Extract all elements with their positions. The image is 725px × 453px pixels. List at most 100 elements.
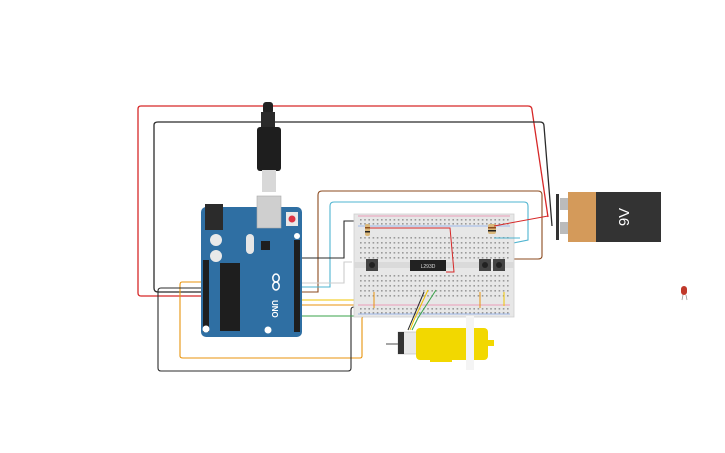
breadboard-hole [360,290,362,292]
breadboard-hole [456,237,459,239]
jumper-red-2[interactable] [493,215,549,227]
wire-cyan[interactable] [300,201,529,288]
breadboard-hole [410,257,412,259]
breadboard-hole [498,280,501,282]
breadboard-hole [414,257,417,259]
breadboard-hole [376,242,379,244]
breadboard-hole [431,247,433,249]
breadboard-hole [393,280,396,282]
breadboard-hole [414,295,417,297]
breadboard-hole [393,257,396,259]
breadboard-hole [494,280,496,282]
breadboard-hole [402,242,404,244]
breadboard-hole [414,280,417,282]
wire-brown[interactable] [300,190,543,293]
breadboard-hole [423,242,425,244]
breadboard-hole [376,280,379,282]
capacitor [210,234,222,246]
resistor-left[interactable] [365,224,370,236]
breadboard-hole [414,275,417,277]
breadboard-hole [502,280,505,282]
motor-lead-green[interactable] [411,289,437,331]
breadboard-hole [431,242,433,244]
breadboard-hole [376,312,379,314]
wire-black-ground[interactable] [153,121,553,293]
breadboard-hole [381,247,383,249]
motor-lead-yellow[interactable] [409,289,429,331]
breadboard-hole [448,223,450,225]
breadboard-hole [481,237,484,239]
wire-white[interactable] [300,261,352,284]
breadboard-hole [456,275,459,277]
breadboard-hole [397,223,400,225]
resistor-right[interactable] [488,224,496,234]
breadboard-hole [406,308,408,310]
breadboard-hole [410,280,412,282]
breadboard-hole [423,223,425,225]
breadboard-hole [481,247,484,249]
breadboard-hole [406,242,408,244]
breadboard-hole [423,275,425,277]
breadboard-hole [385,223,387,225]
battery-9v[interactable]: 9V [556,192,661,242]
breadboard-hole [427,252,429,254]
wire-red-power[interactable] [137,105,549,297]
breadboard-hole [486,223,488,225]
breadboard-hole [406,247,408,249]
breadboard-hole [402,295,404,297]
breadboard-hole [402,257,404,259]
breadboard-hole [418,312,421,314]
pushbutton-right-2[interactable] [493,259,505,271]
breadboard-hole [502,308,505,310]
breadboard-hole [435,237,438,239]
breadboard-hole [402,290,404,292]
breadboard-hole [389,252,391,254]
breadboard-hole [418,295,421,297]
breadboard-hole [456,308,459,310]
breadboard-hole [397,285,400,287]
wire-orange-bottom[interactable] [179,281,381,359]
jumper-red-1[interactable] [370,227,455,273]
wire-black-bottom[interactable] [157,287,364,372]
dc-gear-motor[interactable] [386,316,494,370]
breadboard-hole [473,295,475,297]
breadboard-hole [465,247,467,249]
breadboard-hole [448,257,450,259]
usb-cable[interactable] [257,102,281,192]
breadboard-hole [477,219,480,221]
breadboard-hole [406,295,408,297]
breadboard-hole [498,290,501,292]
breadboard-hole [507,252,509,254]
breadboard-hole [397,308,400,310]
breadboard-hole [498,219,501,221]
breadboard-hole [452,247,454,249]
breadboard-hole [364,280,366,282]
breadboard-hole [481,295,484,297]
pushbutton-right-1[interactable] [479,259,491,271]
arduino-uno-board[interactable]: UNO [201,195,302,337]
led[interactable] [681,286,688,301]
breadboard-hole [494,247,496,249]
breadboard-hole [473,247,475,249]
breadboard-hole [439,280,442,282]
motor-driver-chip[interactable]: L293D [410,260,446,271]
motor-lead-black[interactable] [407,291,425,331]
breadboard-hole [393,219,396,221]
breadboard-hole [389,275,391,277]
breadboard-hole [427,247,429,249]
breadboard-hole [423,295,425,297]
breadboard-hole [481,242,484,244]
breadboard-hole [469,290,471,292]
breadboard-hole [444,280,446,282]
breadboard-hole [418,247,421,249]
breadboard-hole [397,290,400,292]
breadboard-hole [465,237,467,239]
breadboard-hole [427,285,429,287]
breadboard-hole [402,247,404,249]
breadboard-hole [376,247,379,249]
breadboard-hole [372,252,375,254]
breadboard-hole [481,275,484,277]
breadboard-hole [448,285,450,287]
breadboard-hole [414,252,417,254]
pushbutton-left[interactable] [366,259,378,271]
